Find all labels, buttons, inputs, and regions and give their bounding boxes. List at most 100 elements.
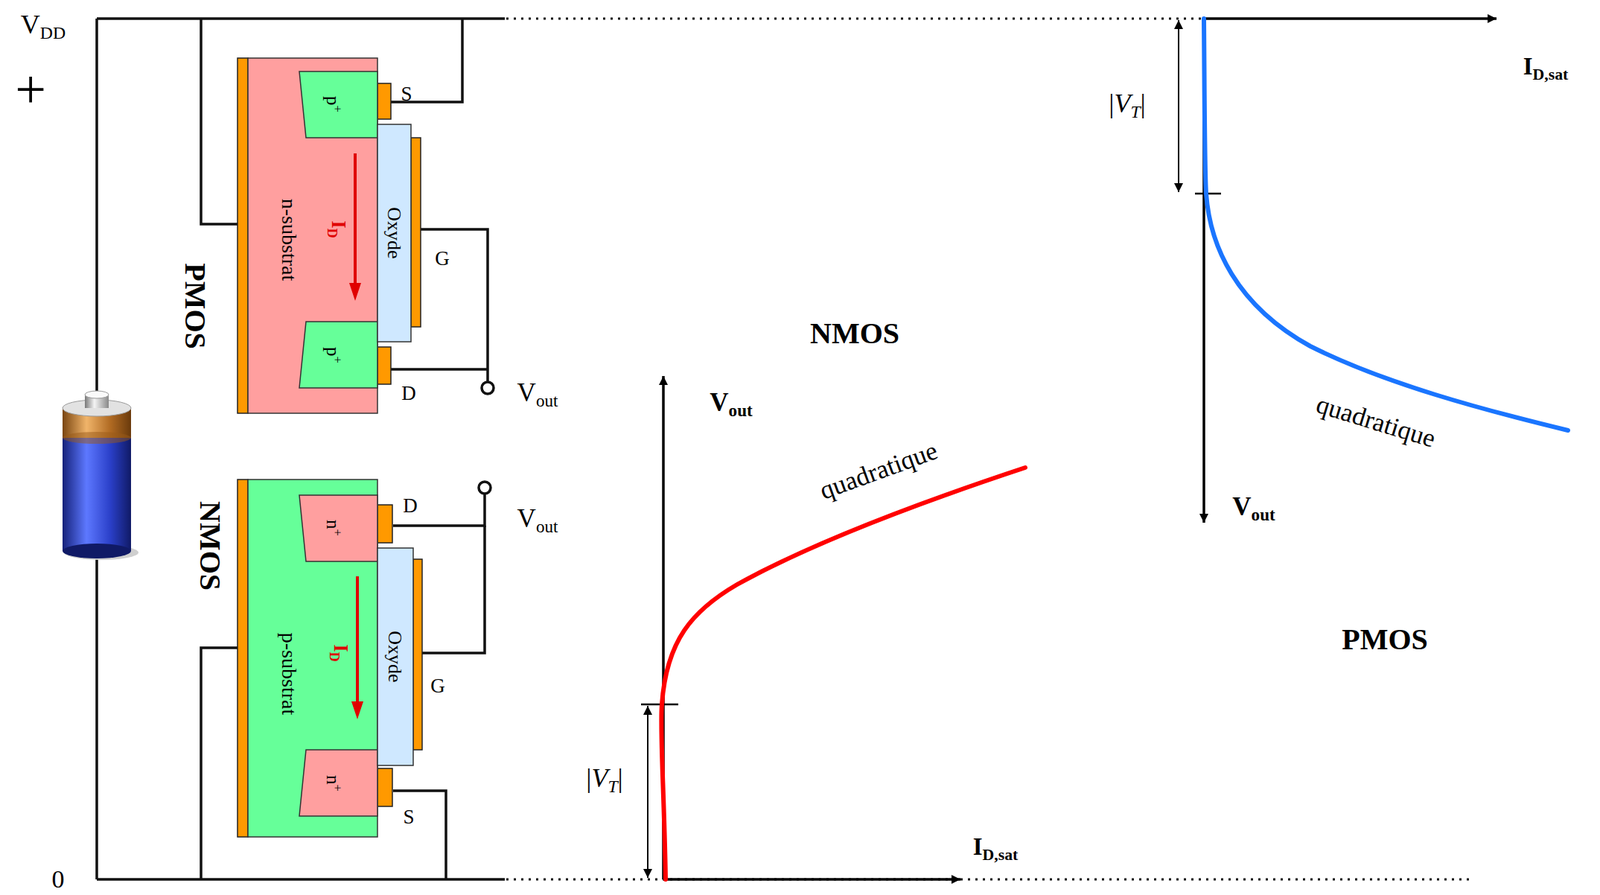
nmos-source-wire <box>393 790 446 880</box>
pmos-curve <box>1203 18 1568 431</box>
shape-fill <box>247 479 378 837</box>
text-part: T <box>607 776 618 796</box>
output-terminal <box>481 381 494 394</box>
label: D <box>402 495 418 516</box>
doped-region: n+ <box>299 495 378 562</box>
gate-electrode <box>413 559 423 750</box>
current-arrow <box>355 576 359 705</box>
doped-region: n+ <box>299 749 378 817</box>
text-part: NMOS <box>810 316 900 350</box>
shape-fill <box>299 71 378 138</box>
shape-fill <box>247 58 378 414</box>
dimension-arrow <box>1177 20 1180 193</box>
region-label: n+ <box>323 775 344 792</box>
threshold-brackets <box>641 20 1222 878</box>
curves <box>661 18 1568 880</box>
pmos-gate-wire <box>420 229 488 382</box>
text-part: V <box>1232 492 1251 522</box>
text-part: V <box>1113 88 1131 119</box>
text-part: p <box>323 96 344 106</box>
text-part: DD <box>40 23 66 43</box>
text-part: | <box>1108 88 1114 119</box>
text-part: + <box>330 784 345 792</box>
text-part: D <box>402 494 418 517</box>
dotted-line <box>506 17 1202 21</box>
label: NMOS <box>810 318 900 349</box>
label: PMOS <box>180 262 210 350</box>
battery-body <box>62 435 132 551</box>
label: NMOS <box>195 501 225 591</box>
text-part: V <box>20 9 41 40</box>
doped-region: p+ <box>299 321 378 388</box>
pmos-body-wire <box>201 18 238 225</box>
label: |VT| <box>585 764 624 796</box>
label: G <box>434 248 450 269</box>
text-part: D <box>326 652 342 662</box>
source-contact <box>377 768 393 807</box>
text-part: out <box>1251 504 1276 525</box>
text-part: n <box>323 775 344 785</box>
body-contact <box>237 479 248 837</box>
text-part: S <box>402 805 414 828</box>
current-arrow <box>353 153 357 286</box>
nmos-curve <box>661 467 1026 880</box>
text-part: + <box>14 58 47 120</box>
ground-rail <box>96 877 505 881</box>
text-part: + <box>330 105 345 113</box>
vdd-rail <box>96 17 505 21</box>
label: PMOS <box>1341 624 1429 655</box>
oxide-layer: Oxyde <box>377 547 414 766</box>
text-part: + <box>330 529 345 537</box>
label: Vout <box>709 389 752 420</box>
dimension-arrow <box>646 705 649 878</box>
text-part: D <box>324 228 340 239</box>
text-part: I <box>327 220 350 229</box>
label: ID,sat <box>1523 54 1569 84</box>
substrate: p-substratn+n+ <box>247 479 378 837</box>
text-part: PMOS <box>1341 622 1429 656</box>
battery-cap <box>84 390 109 399</box>
text-part: out <box>536 390 559 411</box>
pmos-drain-wire <box>390 367 488 371</box>
text-part: | <box>617 763 624 793</box>
text-part: D,sat <box>1532 65 1569 84</box>
region-label: Oxyde <box>384 206 404 259</box>
text-part: D <box>401 381 417 405</box>
label: Vout <box>517 379 559 410</box>
label: Vout <box>1232 493 1275 524</box>
text-part: T <box>1130 102 1140 122</box>
text-part: + <box>330 356 345 364</box>
text-part: n <box>323 519 344 530</box>
shape-fill <box>299 321 378 388</box>
substrate: n-substratp+p+ <box>247 58 378 414</box>
axis <box>1203 17 1497 21</box>
label: quadratique <box>1313 390 1439 452</box>
label: 0 <box>52 866 65 892</box>
label: G <box>430 676 446 697</box>
dotted-guides <box>506 18 1471 880</box>
text-part: I <box>973 833 983 860</box>
shape-fill <box>299 495 378 562</box>
label: + <box>14 61 47 117</box>
label: Vout <box>517 505 559 536</box>
text-part: Oxyde <box>383 206 406 259</box>
text-part: V <box>709 387 729 417</box>
text-part: G <box>434 247 450 270</box>
shape-fill <box>377 124 411 342</box>
dotted-line <box>506 878 1471 881</box>
text-part: G <box>430 674 446 697</box>
label: VDD <box>20 11 66 43</box>
text-part: NMOS <box>193 501 228 591</box>
shape-fill <box>299 749 378 817</box>
source-contact <box>377 83 391 120</box>
region-label: p-substrat <box>278 632 300 715</box>
text-part: out <box>536 516 559 537</box>
text-part: quadratique <box>1312 389 1439 454</box>
label: ID,sat <box>973 834 1019 864</box>
label: |VT| <box>1108 90 1146 122</box>
oxide-layer: Oxyde <box>377 124 411 342</box>
text-part: I <box>329 644 353 653</box>
text-part: n-substrat <box>277 198 301 281</box>
nmos-body-wire <box>201 647 238 880</box>
